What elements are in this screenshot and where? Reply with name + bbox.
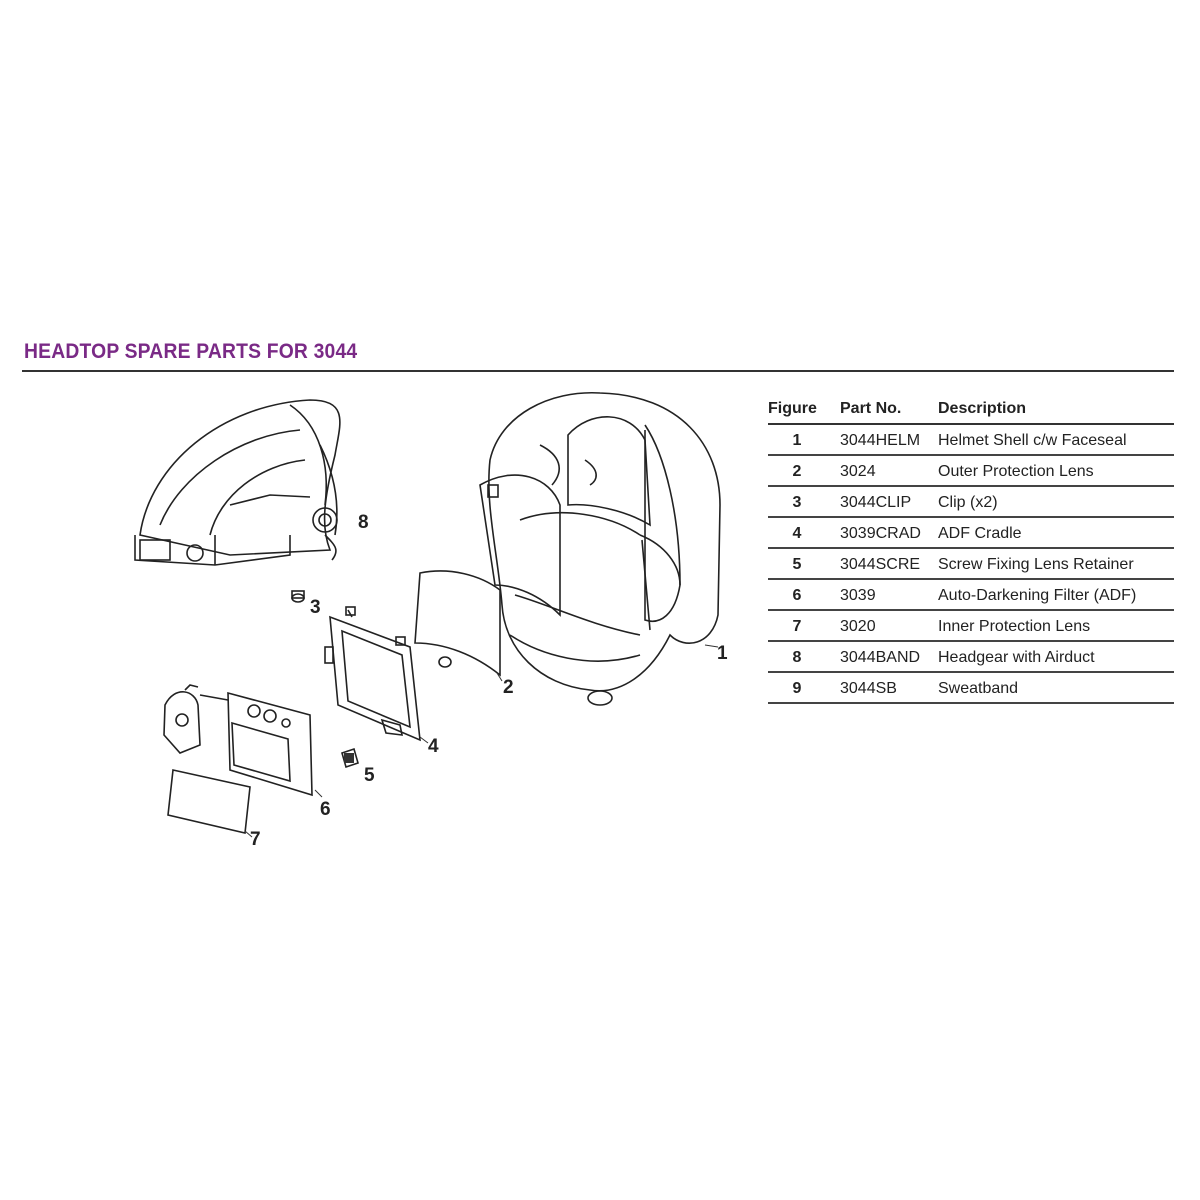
callout-7: 7 [250, 829, 261, 850]
figure-cell: 8 [768, 641, 840, 673]
description-cell: Outer Protection Lens [938, 455, 1174, 487]
spare-parts-table: Figure Part No. Description 1 3044HELM H… [768, 392, 1174, 704]
part-no-cell: 3044HELM [840, 424, 938, 456]
table-row: 6 3039 Auto-Darkening Filter (ADF) [768, 579, 1174, 611]
figure-cell: 1 [768, 424, 840, 456]
table-row: 4 3039CRAD ADF Cradle [768, 517, 1174, 549]
description-cell: ADF Cradle [938, 517, 1174, 549]
outer-lens-drawing [414, 570, 501, 677]
adf-drawing [163, 684, 313, 797]
description-cell: Headgear with Airduct [938, 641, 1174, 673]
column-header-figure: Figure [768, 392, 840, 425]
part-no-cell: 3044SCRE [840, 548, 938, 580]
callout-3: 3 [310, 597, 321, 618]
table-row: 2 3024 Outer Protection Lens [768, 455, 1174, 487]
description-cell: Helmet Shell c/w Faceseal [938, 424, 1174, 456]
exploded-parts-diagram: 8 3 4 5 6 7 [134, 392, 728, 850]
table-row: 8 3044BAND Headgear with Airduct [768, 641, 1174, 673]
part-no-cell: 3044CLIP [840, 486, 938, 518]
figure-cell: 4 [768, 517, 840, 549]
headgear-drawing [134, 399, 341, 566]
description-cell: Inner Protection Lens [938, 610, 1174, 642]
callout-4: 4 [428, 736, 439, 757]
callout-1: 1 [717, 643, 728, 664]
part-no-cell: 3044BAND [840, 641, 938, 673]
callout-6: 6 [320, 799, 331, 820]
title-divider [22, 370, 1174, 372]
figure-cell: 2 [768, 455, 840, 487]
part-no-cell: 3044SB [840, 672, 938, 704]
part-no-cell: 3039 [840, 579, 938, 611]
column-header-part-no: Part No. [840, 392, 938, 425]
part-no-cell: 3020 [840, 610, 938, 642]
figure-cell: 5 [768, 548, 840, 580]
description-cell: Screw Fixing Lens Retainer [938, 548, 1174, 580]
column-header-description: Description [938, 392, 1174, 425]
callout-2: 2 [503, 677, 514, 698]
page-title: HEADTOP SPARE PARTS FOR 3044 [24, 340, 358, 363]
table-row: 9 3044SB Sweatband [768, 672, 1174, 704]
figure-cell: 6 [768, 579, 840, 611]
table-header-row: Figure Part No. Description [768, 392, 1174, 425]
table-row: 3 3044CLIP Clip (x2) [768, 486, 1174, 518]
inner-lens-drawing [167, 769, 251, 834]
table-row: 1 3044HELM Helmet Shell c/w Faceseal [768, 424, 1174, 456]
table-row: 5 3044SCRE Screw Fixing Lens Retainer [768, 548, 1174, 580]
description-cell: Clip (x2) [938, 486, 1174, 518]
part-no-cell: 3024 [840, 455, 938, 487]
table-row: 7 3020 Inner Protection Lens [768, 610, 1174, 642]
helmet-shell-drawing [479, 392, 721, 706]
callout-5: 5 [364, 765, 375, 786]
adf-cradle-drawing [324, 606, 421, 742]
figure-cell: 9 [768, 672, 840, 704]
description-cell: Auto-Darkening Filter (ADF) [938, 579, 1174, 611]
screw-drawing [341, 747, 359, 769]
description-cell: Sweatband [938, 672, 1174, 704]
part-no-cell: 3039CRAD [840, 517, 938, 549]
figure-cell: 7 [768, 610, 840, 642]
figure-cell: 3 [768, 486, 840, 518]
callout-8: 8 [358, 512, 369, 533]
clip-drawing [291, 590, 305, 603]
